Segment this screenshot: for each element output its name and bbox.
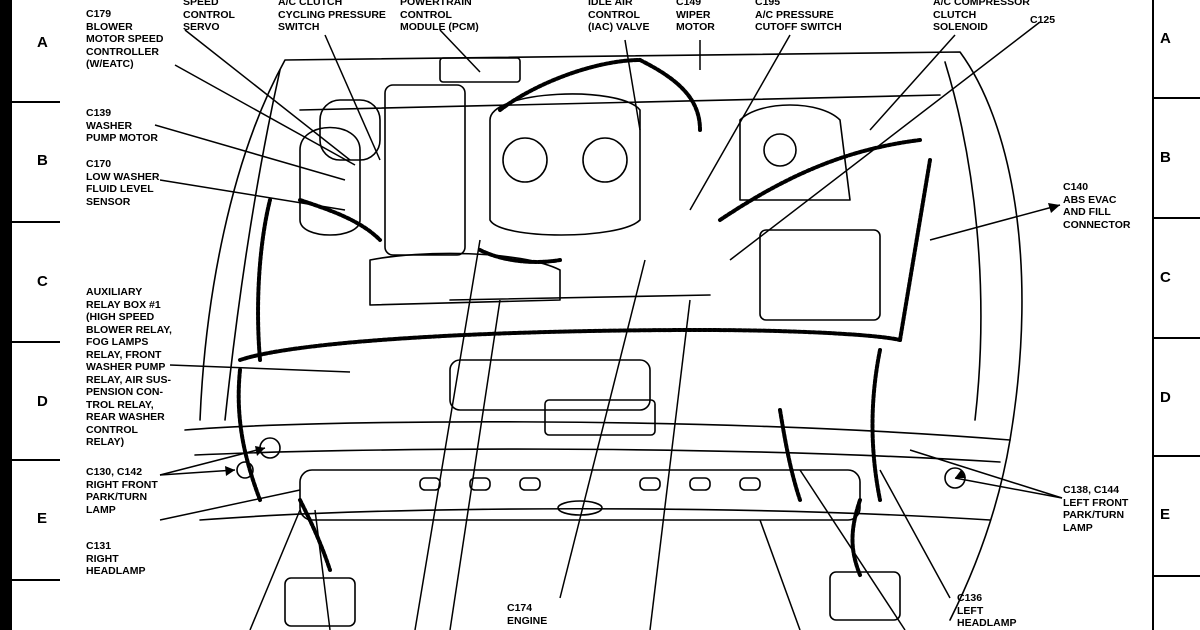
grid-ticks-right — [1153, 97, 1200, 577]
grid-row-left-d: D — [37, 393, 48, 410]
grid-row-left-a: A — [37, 34, 48, 51]
label-c136-left-headlamp: C136 LEFT HEADLAMP — [957, 592, 1017, 629]
leader-lines — [154, 21, 1063, 630]
left-edge-bar — [0, 0, 12, 630]
label-c149-wiper-motor: C149 WIPER MOTOR — [676, 0, 715, 33]
grid-ticks-left — [12, 101, 60, 581]
wiring-harness — [236, 58, 932, 577]
label-ac-compressor-solenoid: A/C COMPRESSOR CLUTCH SOLENOID — [933, 0, 1030, 33]
grid-row-right-b: B — [1160, 149, 1171, 166]
label-c139-washer-pump: C139 WASHER PUMP MOTOR — [86, 107, 158, 144]
label-ac-clutch-switch: A/C CLUTCH CYCLING PRESSURE SWITCH — [278, 0, 386, 33]
label-c138-left-park-lamp: C138, C144 LEFT FRONT PARK/TURN LAMP — [1063, 484, 1129, 534]
label-speed-control-servo: SPEED CONTROL SERVO — [183, 0, 235, 33]
label-c125: C125 — [1030, 14, 1056, 26]
grid-row-right-a: A — [1160, 30, 1171, 47]
label-c170-washer-sensor: C170 LOW WASHER FLUID LEVEL SENSOR — [86, 158, 160, 208]
grid-row-right-c: C — [1160, 269, 1171, 286]
grid-row-left-e: E — [37, 510, 48, 527]
label-aux-relay-box: AUXILIARY RELAY BOX #1 (HIGH SPEED BLOWE… — [86, 286, 172, 448]
grid-row-left-b: B — [37, 152, 48, 169]
label-pcm: POWERTRAIN CONTROL MODULE (PCM) — [400, 0, 479, 33]
label-iac-valve: IDLE AIR CONTROL (IAC) VALVE — [588, 0, 650, 33]
label-c131-right-headlamp: C131 RIGHT HEADLAMP — [86, 540, 146, 577]
leader-arrowheads — [225, 203, 1060, 478]
label-c130-right-park-lamp: C130, C142 RIGHT FRONT PARK/TURN LAMP — [86, 466, 158, 516]
grid-row-right-e: E — [1160, 506, 1171, 523]
engine-line-art — [184, 51, 1023, 627]
label-c140-abs-connector: C140 ABS EVAC AND FILL CONNECTOR — [1063, 181, 1131, 231]
grid-row-left-c: C — [37, 273, 48, 290]
label-c174-engine: C174 ENGINE — [507, 602, 548, 627]
label-c195-ac-cutoff: C195 A/C PRESSURE CUTOFF SWITCH — [755, 0, 842, 33]
label-c179-blower-controller: C179 BLOWER MOTOR SPEED CONTROLLER (W/EA… — [86, 8, 164, 70]
grid-row-right-d: D — [1160, 389, 1171, 406]
